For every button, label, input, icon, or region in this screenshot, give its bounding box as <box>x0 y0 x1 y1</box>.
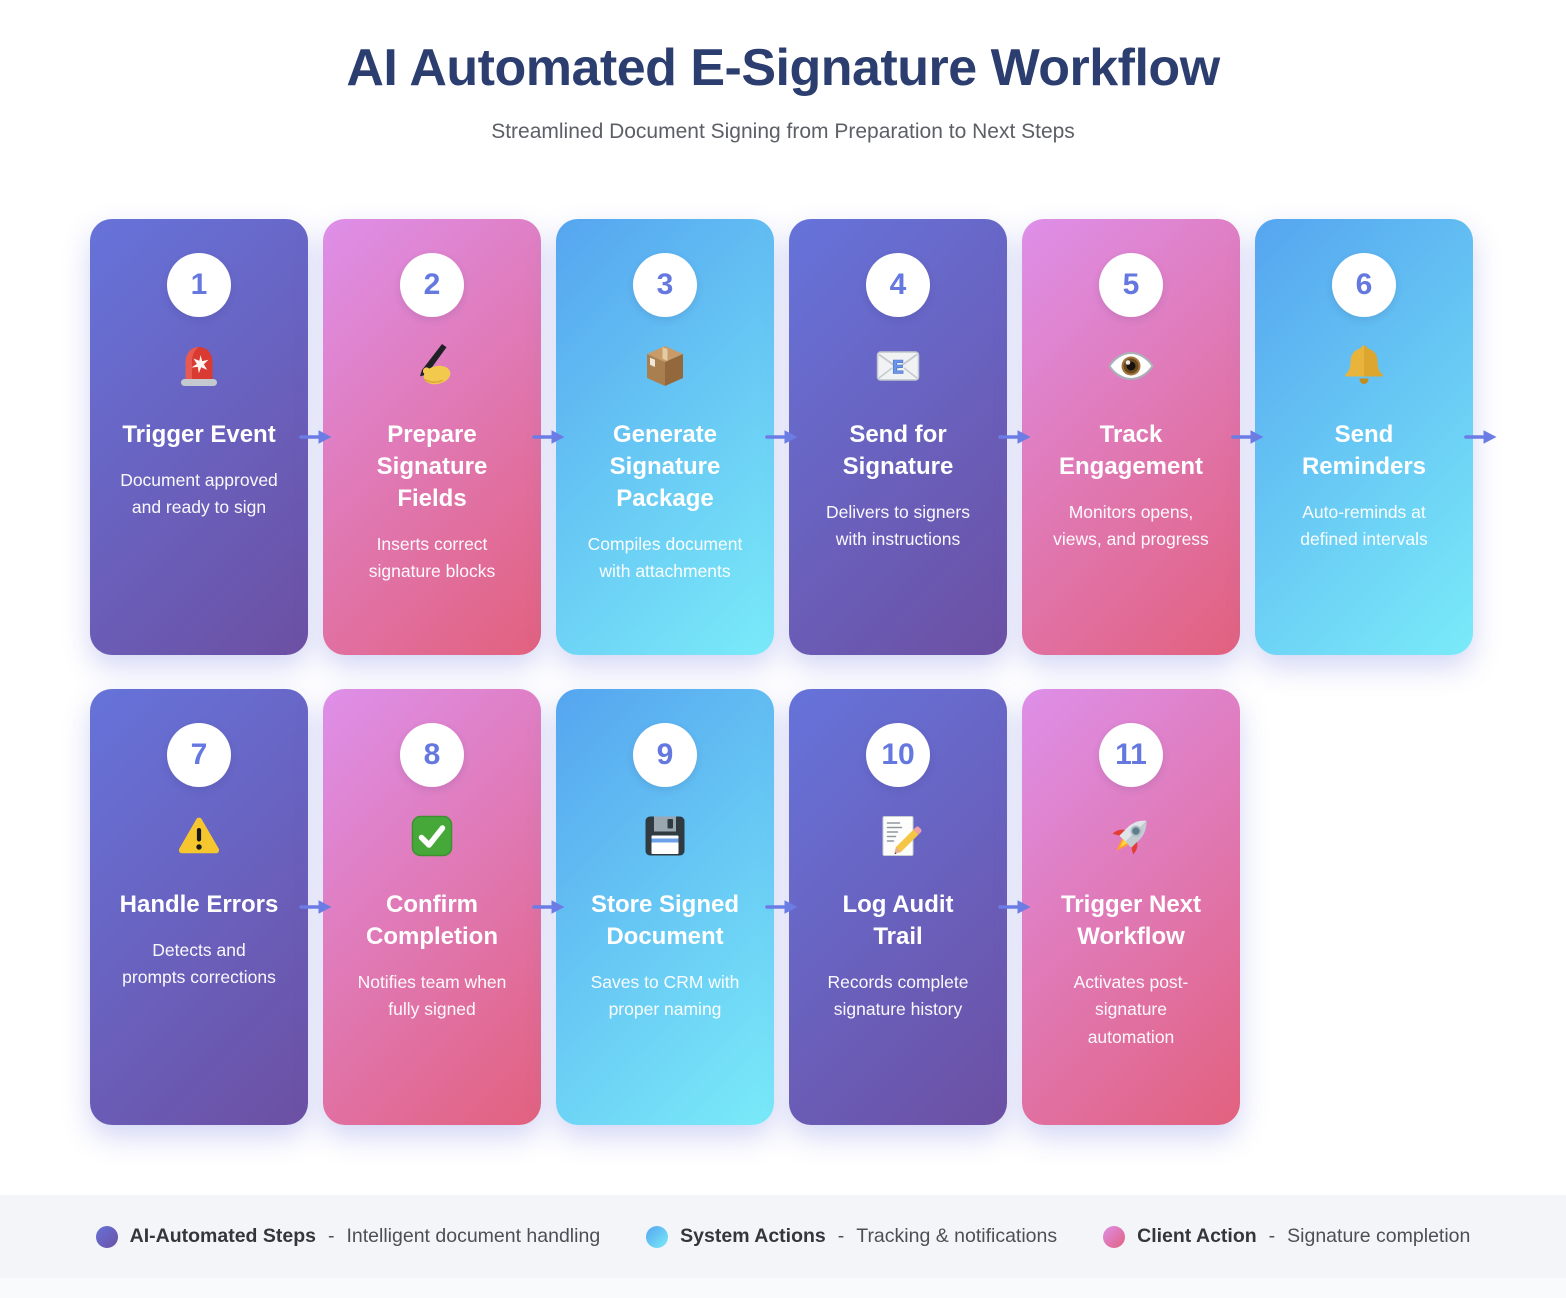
step-description: Auto-reminds at defined intervals <box>1300 501 1428 550</box>
step-description: Monitors opens, views, and progress <box>1053 501 1209 550</box>
step-number-badge: 8 <box>400 723 464 787</box>
step-title: Store Signed Document <box>590 891 740 950</box>
step-description: Compiles document with attachments <box>587 533 743 582</box>
legend-description: Tracking & notifications <box>856 1225 1058 1247</box>
legend-description: Signature completion <box>1287 1225 1471 1247</box>
step-number: 10 <box>881 738 915 771</box>
step-description: Document approved and ready to sign <box>120 469 278 518</box>
svg-text:E: E <box>892 357 905 379</box>
flow-arrow-icon <box>531 428 566 446</box>
flow-arrow-icon <box>298 898 333 916</box>
legend-description: Intelligent document handling <box>346 1225 601 1247</box>
legend-label: Client Action <box>1137 1225 1257 1247</box>
step-card-trigger-next-workflow: 11 Trigger Next Workflow Activates post-… <box>1022 689 1240 1125</box>
step-title: Confirm Completion <box>366 891 498 950</box>
step-number-badge: 3 <box>633 253 697 317</box>
step-card-log-audit-trail: 10 Log Audit Trail Records complete sign… <box>789 689 1030 1125</box>
step-number-badge: 2 <box>400 253 464 317</box>
flow-arrow-icon <box>298 428 333 446</box>
page-title: AI Automated E-Signature Workflow <box>346 39 1220 97</box>
step-description: Activates post-signature automation <box>1073 971 1189 1047</box>
step-card-track-engagement: 5 Track Engagement Monitors opens, views… <box>1022 219 1263 655</box>
step-number-badge: 1 <box>167 253 231 317</box>
step-description: Notifies team when fully signed <box>357 971 507 1020</box>
step-title: Trigger Event <box>122 421 276 448</box>
step-card-trigger-event: 1 Trigger Event Document approved and re… <box>90 219 331 655</box>
legend-item-system-actions: System Actions - Tracking & notification… <box>646 1225 1057 1248</box>
eye-icon <box>1107 342 1155 390</box>
workflow-row-2: 7 Handle Errors Detects and prompts corr… <box>90 689 1240 1125</box>
legend-separator: - <box>327 1225 335 1247</box>
page-subtitle: Streamlined Document Signing from Prepar… <box>491 120 1075 143</box>
check-icon <box>408 812 456 860</box>
step-card-send-reminders: 6 Send Reminders Auto-reminds at defined… <box>1255 219 1496 655</box>
step-number: 6 <box>1355 268 1373 301</box>
step-number-badge: 4 <box>866 253 930 317</box>
footer-strip <box>0 1278 1566 1298</box>
step-number: 5 <box>1122 268 1140 301</box>
step-title: Send for Signature <box>842 421 954 480</box>
step-number-badge: 7 <box>167 723 231 787</box>
step-number-badge: 11 <box>1099 723 1163 787</box>
step-card-handle-errors: 7 Handle Errors Detects and prompts corr… <box>90 689 331 1125</box>
flow-arrow-icon <box>764 898 799 916</box>
step-card-confirm-completion: 8 Confirm Completion Notifies team when … <box>323 689 564 1125</box>
step-number: 1 <box>190 268 208 301</box>
flow-arrow-icon <box>997 428 1032 446</box>
step-number-badge: 9 <box>633 723 697 787</box>
step-title: Track Engagement <box>1058 421 1204 480</box>
writing-hand-icon <box>408 342 456 390</box>
step-title: Trigger Next Workflow <box>1060 891 1202 950</box>
legend-separator: - <box>1268 1225 1276 1247</box>
step-title: Log Audit Trail <box>842 891 954 950</box>
header: AI Automated E-Signature Workflow Stream… <box>0 38 1566 144</box>
step-card-send-for-signature: 4 E Send for Signature Delivers to signe… <box>789 219 1030 655</box>
flow-arrow-icon <box>1463 428 1498 446</box>
step-description: Records complete signature history <box>827 971 969 1020</box>
flow-arrow-icon <box>1230 428 1265 446</box>
floppy-disk-icon <box>641 812 689 860</box>
step-number: 4 <box>889 268 907 301</box>
step-card-prepare-signature-fields: 2 Prepare Signature Fields Inserts corre… <box>323 219 564 655</box>
step-description: Detects and prompts corrections <box>122 939 276 988</box>
step-title: Prepare Signature Fields <box>376 421 488 512</box>
warning-icon <box>175 812 223 860</box>
legend-label: System Actions <box>680 1225 826 1247</box>
step-number-badge: 6 <box>1332 253 1396 317</box>
step-title: Handle Errors <box>119 891 279 918</box>
step-title: Send Reminders <box>1301 421 1427 480</box>
step-description: Delivers to signers with instructions <box>826 501 970 550</box>
flow-arrow-icon <box>764 428 799 446</box>
legend-bar: AI-Automated Steps - Intelligent documen… <box>0 1195 1566 1278</box>
step-card-generate-signature-package: 3 Generate Signature Package Compiles do… <box>556 219 797 655</box>
step-description: Saves to CRM with proper naming <box>590 971 740 1020</box>
step-number: 2 <box>423 268 441 301</box>
legend-label: AI-Automated Steps <box>129 1225 316 1247</box>
step-description: Inserts correct signature blocks <box>368 533 496 582</box>
legend-separator: - <box>837 1225 845 1247</box>
step-number-badge: 5 <box>1099 253 1163 317</box>
flow-arrow-icon <box>997 898 1032 916</box>
step-number: 11 <box>1115 738 1147 771</box>
legend-dot-purple-icon <box>95 1225 118 1248</box>
legend-item-client-action: Client Action - Signature completion <box>1103 1225 1470 1248</box>
step-number-badge: 10 <box>866 723 930 787</box>
step-number: 7 <box>190 738 208 771</box>
workflow-row-1: 1 Trigger Event Document approved and re… <box>90 219 1496 655</box>
step-number: 9 <box>656 738 674 771</box>
legend-dot-pink-icon <box>1103 1225 1126 1248</box>
step-title: Generate Signature Package <box>609 421 721 512</box>
legend-dot-cyan-icon <box>646 1225 669 1248</box>
bell-icon <box>1340 342 1388 390</box>
step-number: 8 <box>423 738 441 771</box>
memo-icon <box>874 812 922 860</box>
step-card-store-signed-document: 9 Store Signed Document Saves to CRM wit… <box>556 689 797 1125</box>
flow-arrow-icon <box>531 898 566 916</box>
email-icon: E <box>874 342 922 390</box>
step-number: 3 <box>656 268 674 301</box>
siren-icon <box>175 342 223 390</box>
rocket-icon <box>1107 812 1155 860</box>
legend-item-ai-automated: AI-Automated Steps - Intelligent documen… <box>95 1225 601 1248</box>
package-icon <box>641 342 689 390</box>
